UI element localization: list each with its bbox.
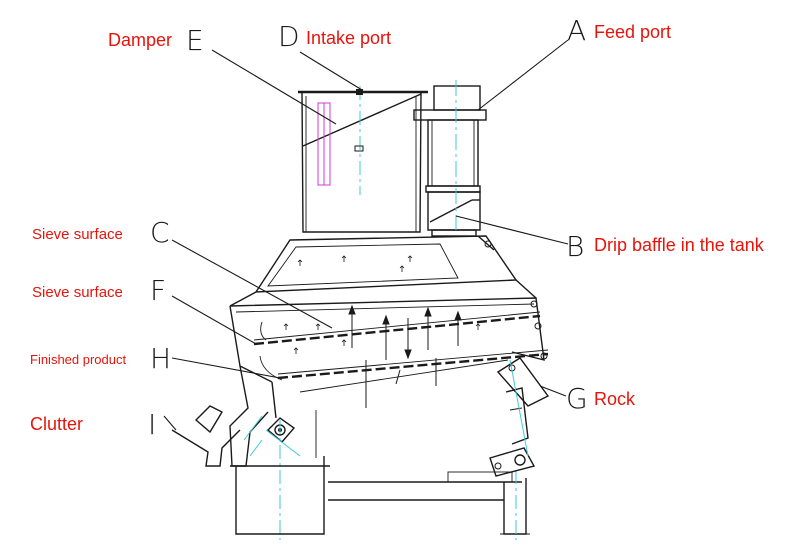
letter-d: D (278, 20, 300, 53)
intake-hopper (298, 86, 428, 233)
letter-a: A (567, 14, 586, 47)
damper-plate (302, 93, 422, 147)
part-letters: E D A C B F H G I (148, 14, 588, 441)
part-labels: Damper Intake port Feed port Sieve surfa… (30, 22, 765, 434)
letter-f: F (150, 274, 166, 307)
upper-sieve-surface (253, 314, 541, 346)
rocker-arm (489, 357, 550, 477)
rock-outlet (496, 357, 550, 407)
letter-g: G (566, 382, 588, 415)
machine-drawing (171, 80, 550, 540)
drip-baffle (427, 191, 481, 231)
base-frame (230, 410, 530, 540)
sieve-body (229, 297, 549, 408)
tank-cover (229, 235, 537, 307)
leader-lines (163, 39, 569, 431)
label-intake-port: Intake port (306, 28, 391, 48)
label-feed-port: Feed port (594, 22, 671, 42)
label-damper: Damper (108, 30, 172, 50)
label-sieve-surface-f: Sieve surface (32, 284, 123, 301)
letter-i: I (148, 408, 156, 441)
outlet-chutes (171, 365, 277, 467)
letter-b: B (566, 230, 584, 263)
letter-c: C (150, 216, 170, 249)
label-clutter: Clutter (30, 414, 83, 434)
lower-sieve-surface (277, 352, 549, 380)
clutter-chute (171, 429, 241, 467)
label-finished-product: Finished product (30, 352, 126, 367)
label-sieve-surface-c: Sieve surface (32, 226, 123, 243)
label-drip-baffle: Drip baffle in the tank (594, 235, 765, 255)
pivot-assembly (265, 417, 301, 540)
feed-column (413, 80, 487, 237)
label-rock: Rock (594, 389, 636, 409)
letter-h: H (150, 342, 171, 375)
letter-e: E (186, 24, 204, 57)
